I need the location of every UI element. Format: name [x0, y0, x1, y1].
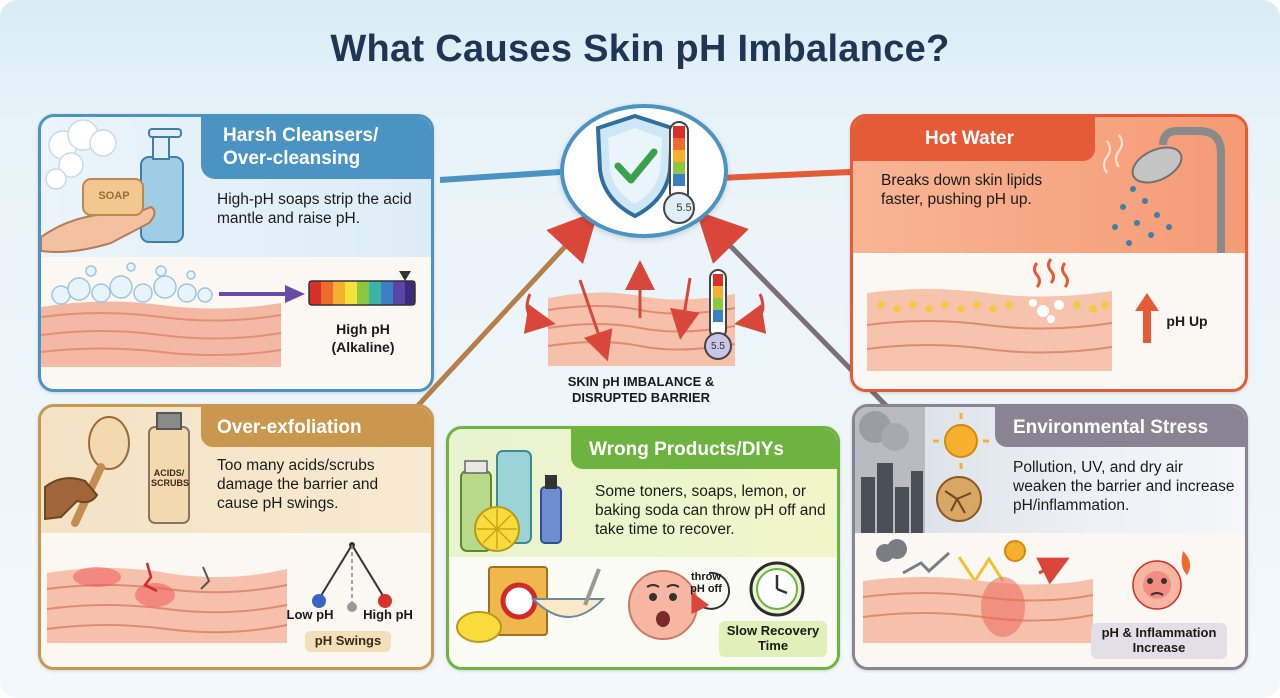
environmental-skin-illustration: [862, 539, 1094, 643]
panel-wrong-products: Wrong Products/DIYs Some toners, soaps, …: [446, 426, 840, 670]
high-ph-label: High pH: [363, 607, 413, 622]
throw-ph-off-bubble: throw pH off: [690, 571, 722, 596]
header-band: [201, 117, 431, 179]
soap-hand-illustration: [41, 119, 184, 253]
skin-layer-bubbles: [41, 262, 282, 367]
center-caption: SKIN pH IMBALANCE & DISRUPTED BARRIER: [567, 374, 715, 406]
arrow-to-ph-scale: [219, 285, 305, 303]
center-skin-illustration: [523, 260, 767, 366]
panel-illustration-area: High pH (Alkaline): [41, 257, 431, 389]
panel-heading: Environmental Stress: [1013, 417, 1209, 438]
soap-bar-label: SOAP: [98, 190, 130, 202]
damaged-skin-illustration: [46, 562, 288, 643]
panel-illustration-area: pH Up: [853, 253, 1245, 389]
panel-description: Some toners, soaps, lemon, or baking sod…: [595, 483, 826, 538]
result-label: pH Up: [1166, 313, 1208, 329]
city-sun-cracked-illustration: [855, 407, 989, 533]
clock-icon: [749, 561, 805, 617]
panel-heading: Over-exfoliation: [217, 417, 362, 438]
scrub-brush-hand-illustration: [44, 412, 190, 527]
skin-lipid-illustration: [866, 258, 1113, 371]
shield-check-icon: [595, 113, 675, 219]
header-band: [853, 117, 1095, 161]
pendulum-swing-icon: [312, 542, 392, 612]
panel-heading: Hot Water: [925, 128, 1015, 149]
shower-head-icon: [1103, 127, 1225, 253]
result-label: High pH (Alkaline): [331, 321, 395, 355]
slow-recovery-label: Slow Recovery Time: [719, 621, 827, 657]
panel-over-exfoliation: Over-exfoliation Too many acids/scrubs d…: [38, 404, 434, 670]
panel-header-area: [853, 117, 1245, 253]
ph-swings-label: pH Swings: [305, 631, 391, 652]
panel-description: High-pH soaps strip the acid mantle and …: [217, 191, 412, 227]
ph-scale-bar: [308, 271, 416, 306]
worried-face-icon: [628, 570, 731, 640]
inflamed-face-icon: [1132, 551, 1191, 610]
page-title: What Causes Skin pH Imbalance?: [330, 28, 950, 70]
panel-description: Breaks down skin lipids faster, pushing …: [881, 172, 1043, 208]
bottle-label: ACIDS/ SCRUBS: [151, 468, 190, 488]
low-ph-label: Low pH: [286, 607, 334, 622]
panel-heading: Wrong Products/DIYs: [589, 439, 784, 460]
panel-harsh-cleansers: Harsh Cleansers/ Over-cleansing High-pH …: [38, 114, 434, 392]
panel-description: Too many acids/scrubs damage the barrier…: [217, 457, 379, 512]
products-lemon-illustration: [456, 450, 606, 643]
inflammation-label: pH & Inflammation Increase: [1091, 623, 1227, 659]
panel-environmental-stress: Environmental Stress Pollution, UV, and …: [852, 404, 1248, 670]
panel-illustration-area: Low pH High pH pH Swings: [41, 533, 431, 667]
thermometer-value: 5.5: [676, 202, 692, 214]
header-band: [201, 407, 431, 447]
thermometer-icon: [663, 121, 695, 224]
panel-heading: Harsh Cleansers/ Over-cleansing: [223, 125, 379, 169]
header-band: [571, 429, 837, 469]
panel-illustration-area: pH & Inflammation Increase: [855, 533, 1245, 667]
skin-thermometer-value: 5.5: [711, 341, 725, 352]
panel-description: Pollution, UV, and dry air weaken the ba…: [1013, 459, 1235, 514]
arrow-up-icon: [1135, 293, 1159, 343]
panel-hot-water: Hot Water Breaks down skin lipids faster…: [850, 114, 1248, 392]
header-band: [995, 407, 1245, 447]
